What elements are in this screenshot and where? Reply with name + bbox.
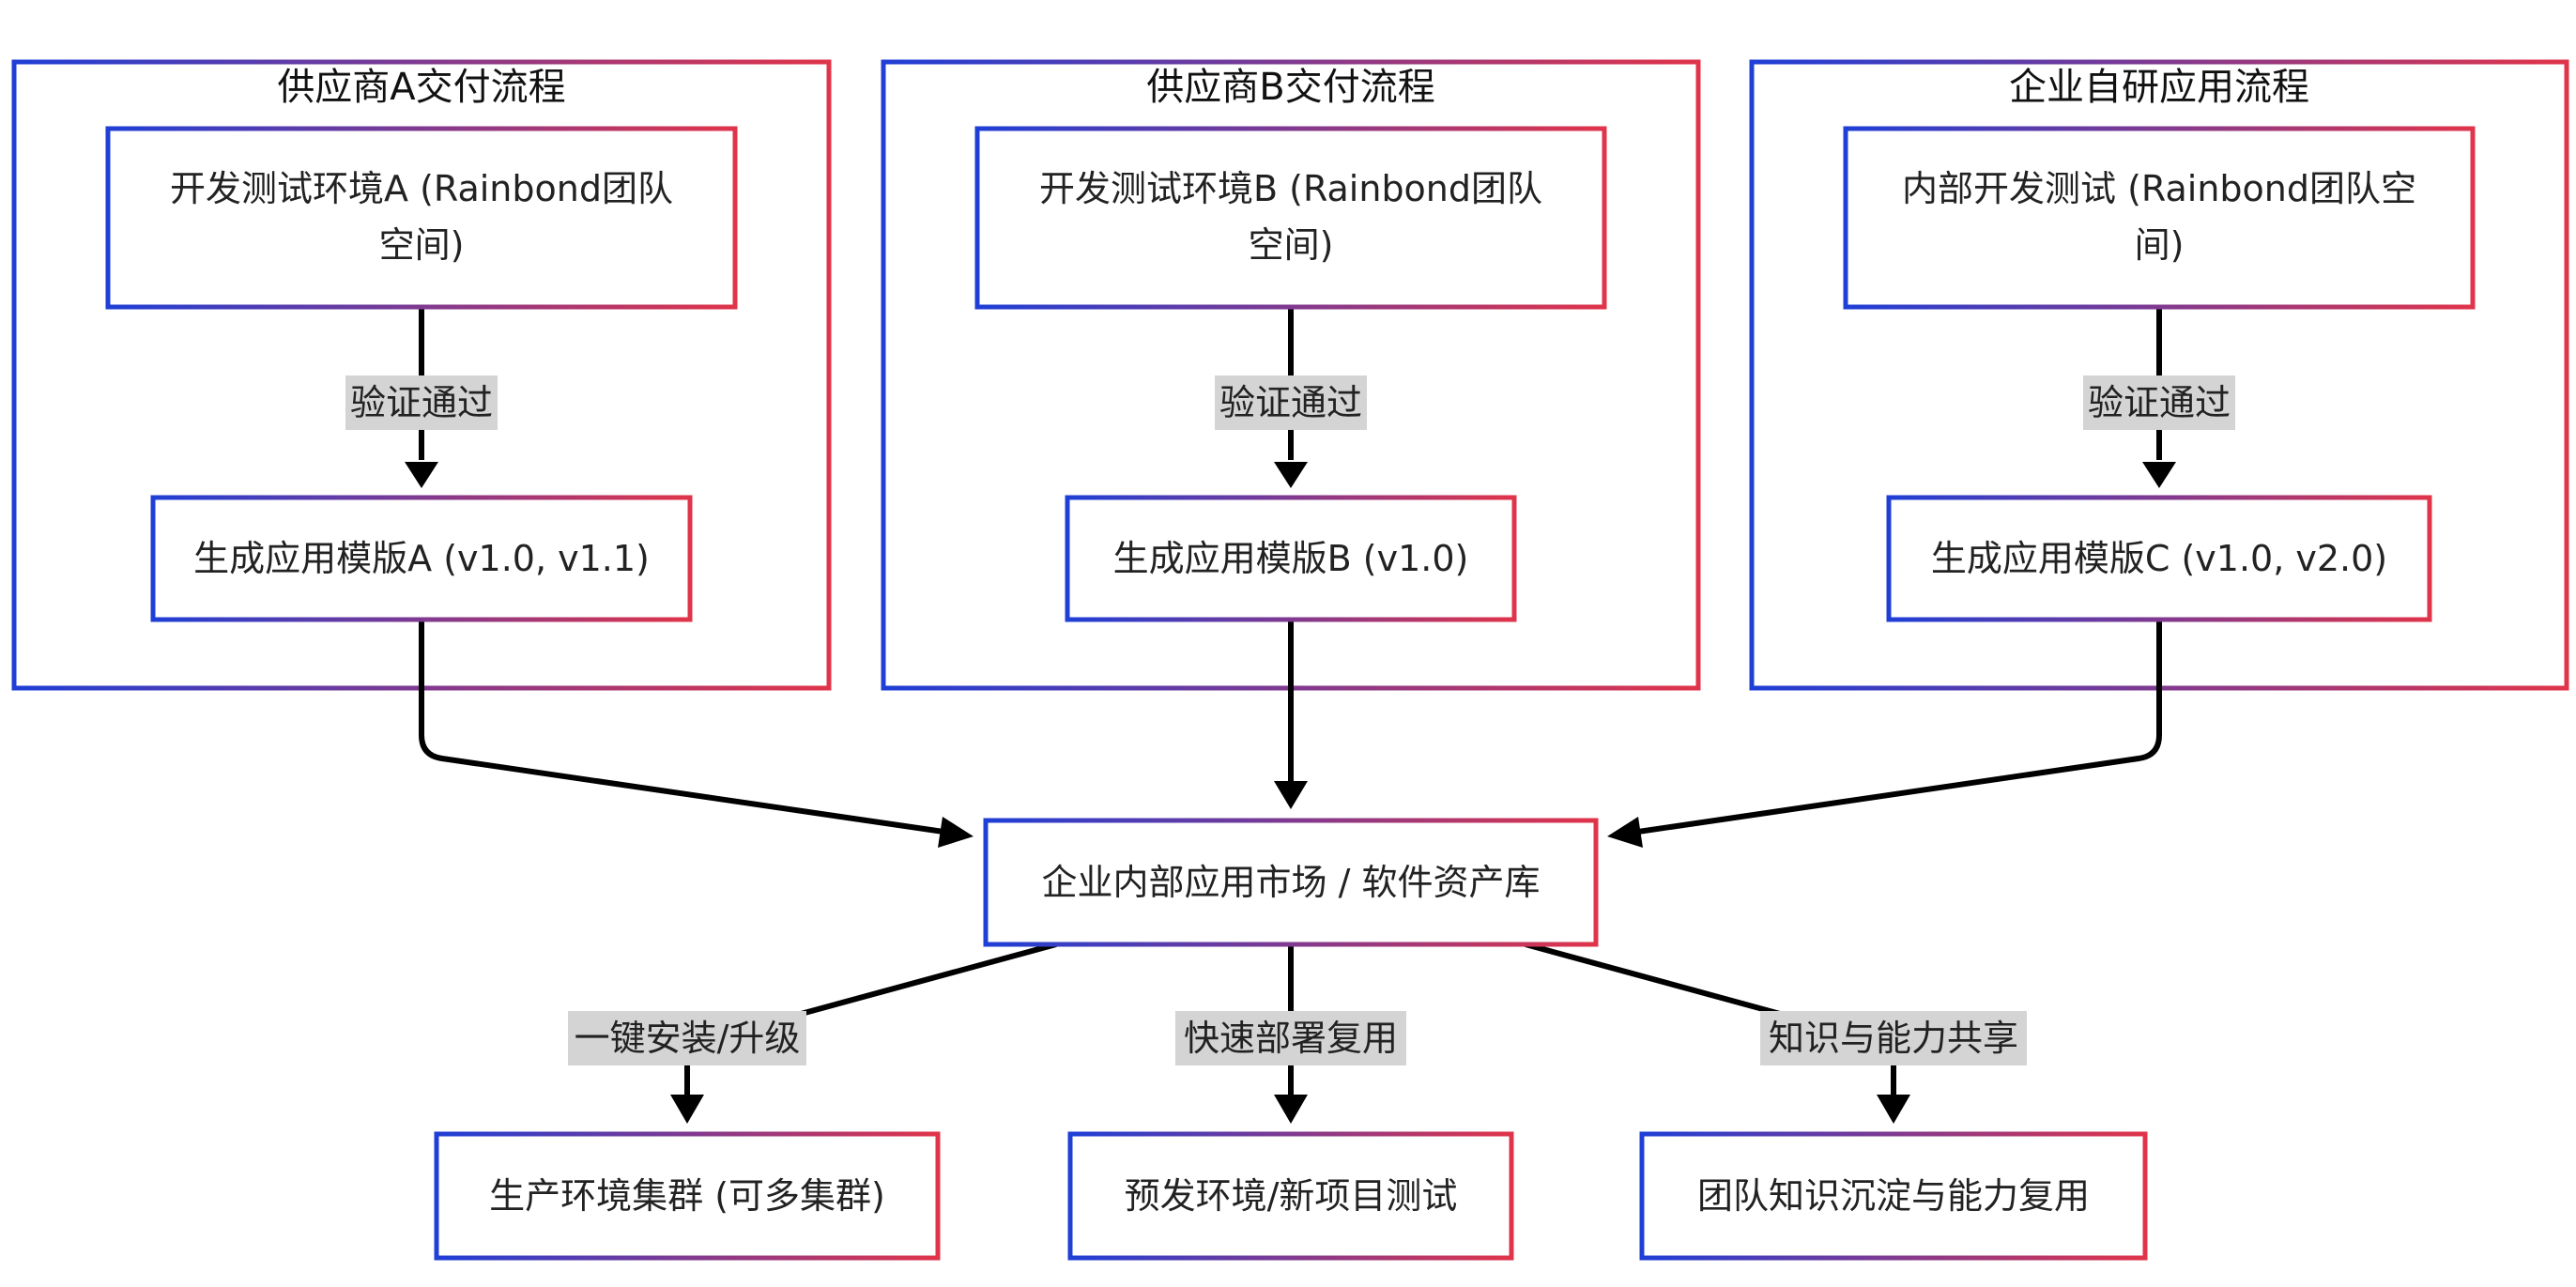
edge-label-share: 知识与能力共享: [1760, 1011, 2027, 1065]
node-staging-label: 预发环境/新项目测试: [1125, 1175, 1458, 1217]
node-dev-internal-line1: 内部开发测试 (Rainbond团队空: [1902, 168, 2416, 209]
arrowheads: [405, 462, 2176, 1124]
edge-label-verify-c: 验证通过: [2083, 375, 2235, 430]
node-dev-internal-box: [1843, 126, 2476, 310]
edge-label-share-text: 知识与能力共享: [1769, 1018, 2018, 1059]
node-market: 企业内部应用市场 / 软件资产库: [983, 818, 1599, 947]
arrowhead-template-c-market: [1607, 817, 1643, 848]
node-template-b-box: [1065, 495, 1517, 622]
edge-template-c-market-line: [1637, 620, 2162, 835]
edge-label-verify-b-text: 验证通过: [1219, 382, 1362, 423]
node-dev-env-a-line2: 空间): [379, 224, 465, 266]
node-dev-env-b: 开发测试环境B (Rainbond团队 空间): [974, 126, 1607, 310]
edge-label-verify-b-bg: [1215, 375, 1367, 430]
node-dev-env-a-line1: 开发测试环境A (Rainbond团队: [170, 168, 673, 209]
node-knowledge-label: 团队知识沉淀与能力复用: [1697, 1175, 2090, 1217]
node-dev-internal: 内部开发测试 (Rainbond团队空 间): [1843, 126, 2476, 310]
edge-label-verify-a: 验证通过: [345, 375, 498, 430]
node-market-label: 企业内部应用市场 / 软件资产库: [1042, 862, 1541, 903]
arrowhead-install: [670, 1095, 704, 1124]
arrowhead-template-a-market: [938, 817, 974, 848]
edge-label-deploy-text: 快速部署复用: [1184, 1018, 1398, 1059]
node-market-box: [983, 818, 1599, 947]
edge-label-verify-c-bg: [2083, 375, 2235, 430]
edge-label-install-bg: [568, 1011, 806, 1065]
cluster-vendor-a-title: 供应商A交付流程: [277, 66, 565, 109]
node-prod-cluster: 生产环境集群 (可多集群): [434, 1131, 941, 1261]
edge-label-verify-c-text: 验证通过: [2088, 382, 2231, 423]
node-prod-cluster-box: [434, 1131, 941, 1261]
edge-label-verify-a-bg: [345, 375, 498, 430]
node-dev-env-a-box: [105, 126, 738, 310]
arrowhead-verify-c: [2142, 462, 2176, 488]
node-template-b-label: 生成应用模版B (v1.0): [1113, 538, 1469, 579]
node-template-c: 生成应用模版C (v1.0, v2.0): [1886, 495, 2432, 622]
node-template-a: 生成应用模版A (v1.0, v1.1): [150, 495, 693, 622]
edge-label-install: 一键安装/升级: [568, 1011, 806, 1065]
node-dev-env-b-line2: 空间): [1249, 224, 1334, 266]
arrowhead-verify-a: [405, 462, 438, 488]
node-staging-box: [1067, 1131, 1514, 1261]
node-template-a-label: 生成应用模版A (v1.0, v1.1): [193, 538, 650, 579]
node-dev-env-b-box: [974, 126, 1607, 310]
node-prod-cluster-label: 生产环境集群 (可多集群): [489, 1175, 885, 1217]
node-template-c-label: 生成应用模版C (v1.0, v2.0): [1931, 538, 2387, 579]
edge-template-a-market-line: [419, 620, 944, 835]
edge-label-deploy-bg: [1175, 1011, 1406, 1065]
edge-label-share-bg: [1760, 1011, 2027, 1065]
arrowhead-template-b-market: [1274, 781, 1308, 809]
node-knowledge-box: [1639, 1131, 2148, 1261]
node-dev-env-a: 开发测试环境A (Rainbond团队 空间): [105, 126, 738, 310]
node-template-b: 生成应用模版B (v1.0): [1065, 495, 1517, 622]
node-knowledge: 团队知识沉淀与能力复用: [1639, 1131, 2148, 1261]
node-dev-internal-line2: 间): [2135, 224, 2185, 266]
node-template-a-box: [150, 495, 693, 622]
edge-label-verify-b: 验证通过: [1215, 375, 1367, 430]
node-staging: 预发环境/新项目测试: [1067, 1131, 1514, 1261]
node-dev-env-b-line1: 开发测试环境B (Rainbond团队: [1039, 168, 1542, 209]
arrowhead-deploy: [1274, 1095, 1308, 1124]
edge-label-verify-a-text: 验证通过: [350, 382, 493, 423]
edge-label-install-text: 一键安装/升级: [575, 1018, 801, 1059]
cluster-vendor-b-title: 供应商B交付流程: [1146, 66, 1434, 109]
cluster-self-dev-title: 企业自研应用流程: [2009, 66, 2309, 109]
arrowhead-verify-b: [1274, 462, 1308, 488]
edge-label-deploy: 快速部署复用: [1175, 1011, 1406, 1065]
node-template-c-box: [1886, 495, 2432, 622]
arrowhead-share: [1877, 1095, 1910, 1124]
